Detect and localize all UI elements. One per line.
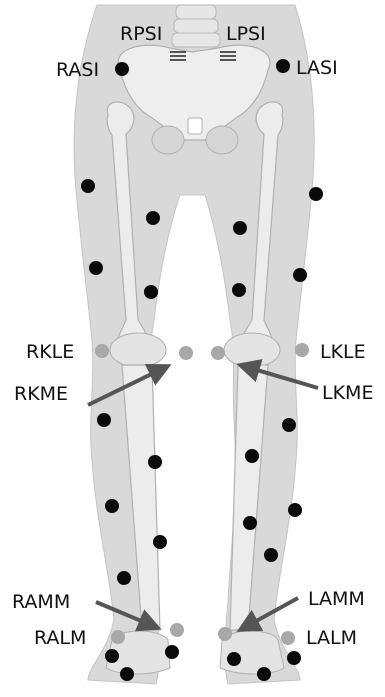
- marker-right-shank-3: [105, 499, 119, 513]
- marker-right-thigh-1: [81, 179, 95, 193]
- marker-left-foot-3: [257, 667, 271, 681]
- marker-right-thigh-3: [89, 261, 103, 275]
- spine: [172, 5, 220, 47]
- marker-right-thigh-2: [146, 211, 160, 225]
- marker-ralm: [111, 630, 125, 644]
- marker-rasi: [115, 62, 129, 76]
- marker-ramm: [170, 623, 184, 637]
- label-lasi: LASI: [296, 57, 338, 79]
- marker-left-thigh-1: [309, 187, 323, 201]
- label-lkme: LKME: [322, 382, 373, 404]
- pubic-symphysis: [188, 118, 202, 134]
- marker-left-shank-5: [264, 548, 278, 562]
- marker-rkle: [95, 344, 109, 358]
- label-lpsi: LPSI: [226, 23, 266, 45]
- marker-left-shank-3: [288, 503, 302, 517]
- marker-left-shank-4: [243, 516, 257, 530]
- marker-lasi: [276, 59, 290, 73]
- marker-right-foot-1: [105, 649, 119, 663]
- marker-lamm: [218, 627, 232, 641]
- marker-lalm: [281, 631, 295, 645]
- marker-right-thigh-4: [144, 285, 158, 299]
- marker-left-foot-2: [287, 651, 301, 665]
- marker-lkme: [211, 346, 225, 360]
- marker-left-thigh-3: [293, 268, 307, 282]
- marker-right-shank-2: [148, 455, 162, 469]
- label-lalm: LALM: [306, 627, 357, 649]
- marker-right-foot-3: [120, 667, 134, 681]
- marker-left-thigh-2: [233, 221, 247, 235]
- label-rkle: RKLE: [26, 341, 74, 363]
- marker-left-shank-2: [245, 449, 259, 463]
- label-lamm: LAMM: [308, 588, 365, 610]
- label-ramm: RAMM: [12, 591, 70, 613]
- marker-right-shank-4: [153, 535, 167, 549]
- label-lkle: LKLE: [320, 341, 366, 363]
- marker-left-thigh-4: [232, 283, 246, 297]
- marker-right-shank-1: [97, 413, 111, 427]
- marker-rkme: [179, 346, 193, 360]
- marker-left-shank-1: [282, 418, 296, 432]
- left-knee: [224, 333, 280, 367]
- label-rkme: RKME: [14, 383, 68, 405]
- label-ralm: RALM: [34, 627, 86, 649]
- marker-right-foot-2: [165, 645, 179, 659]
- right-obturator: [152, 126, 184, 154]
- left-obturator: [206, 126, 238, 154]
- marker-lkle: [295, 343, 309, 357]
- label-rasi: RASI: [56, 59, 99, 81]
- label-rpsi: RPSI: [120, 23, 162, 45]
- marker-right-shank-5: [117, 571, 131, 585]
- marker-left-foot-1: [227, 652, 241, 666]
- right-knee: [110, 333, 166, 367]
